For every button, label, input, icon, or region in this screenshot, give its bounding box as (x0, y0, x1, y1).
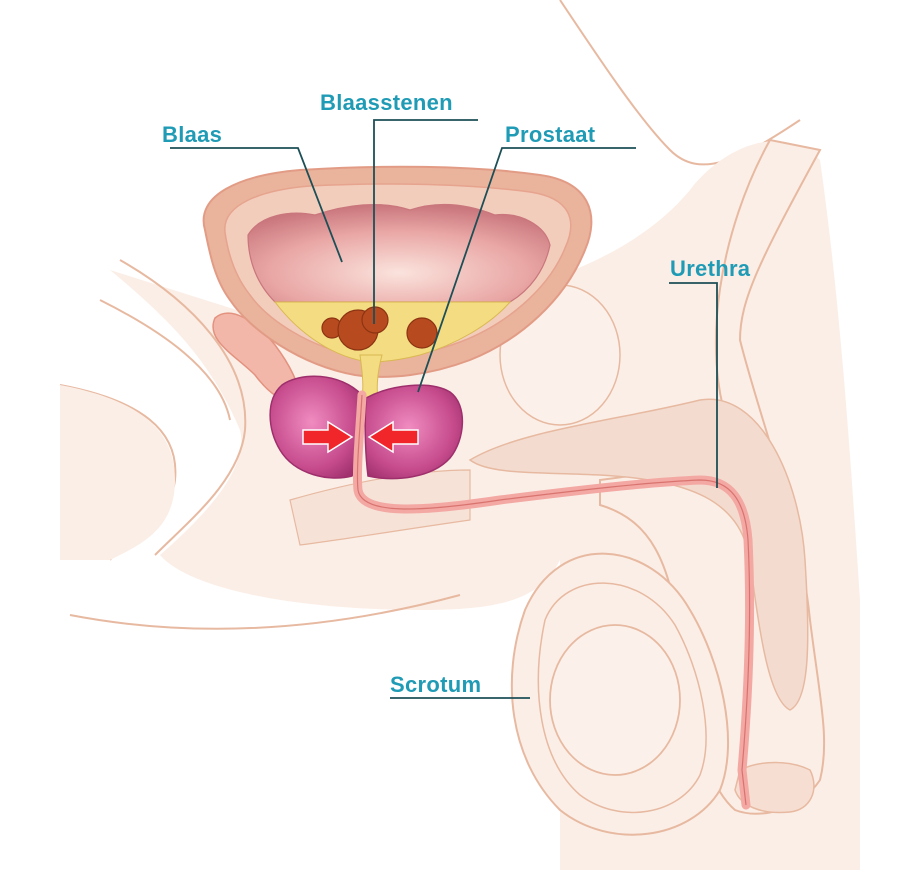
urethra-edge (356, 394, 751, 806)
testicle (549, 624, 681, 776)
stone-3 (361, 306, 389, 334)
arrow-left-icon (367, 420, 419, 454)
hip-curve-inner (119, 259, 247, 556)
leader-bladder-stones (373, 119, 478, 324)
label-prostate: Prostaat (505, 122, 596, 147)
lower-line (69, 594, 461, 630)
bladder-stones (321, 306, 438, 351)
bladder-lumen (247, 203, 551, 303)
abdomen-outline (559, 0, 801, 166)
stone-4 (406, 317, 438, 349)
hip-curve-2 (99, 299, 231, 421)
label-bladder: Blaas (162, 122, 223, 147)
corpus-cavernosum (468, 398, 809, 711)
label-scrotum: Scrotum (390, 672, 482, 697)
hip-curve-fill (60, 385, 175, 560)
leader-prostate (417, 147, 636, 393)
arrow-right-icon (302, 420, 354, 454)
leader-urethra (669, 282, 718, 488)
compression-arrows (302, 420, 419, 454)
urine (273, 301, 512, 363)
scrotum-inner (537, 582, 707, 814)
leader-bladder (170, 147, 343, 263)
label-bladder-stones: Blaasstenen (320, 90, 453, 115)
label-urethra: Urethra (670, 256, 751, 281)
